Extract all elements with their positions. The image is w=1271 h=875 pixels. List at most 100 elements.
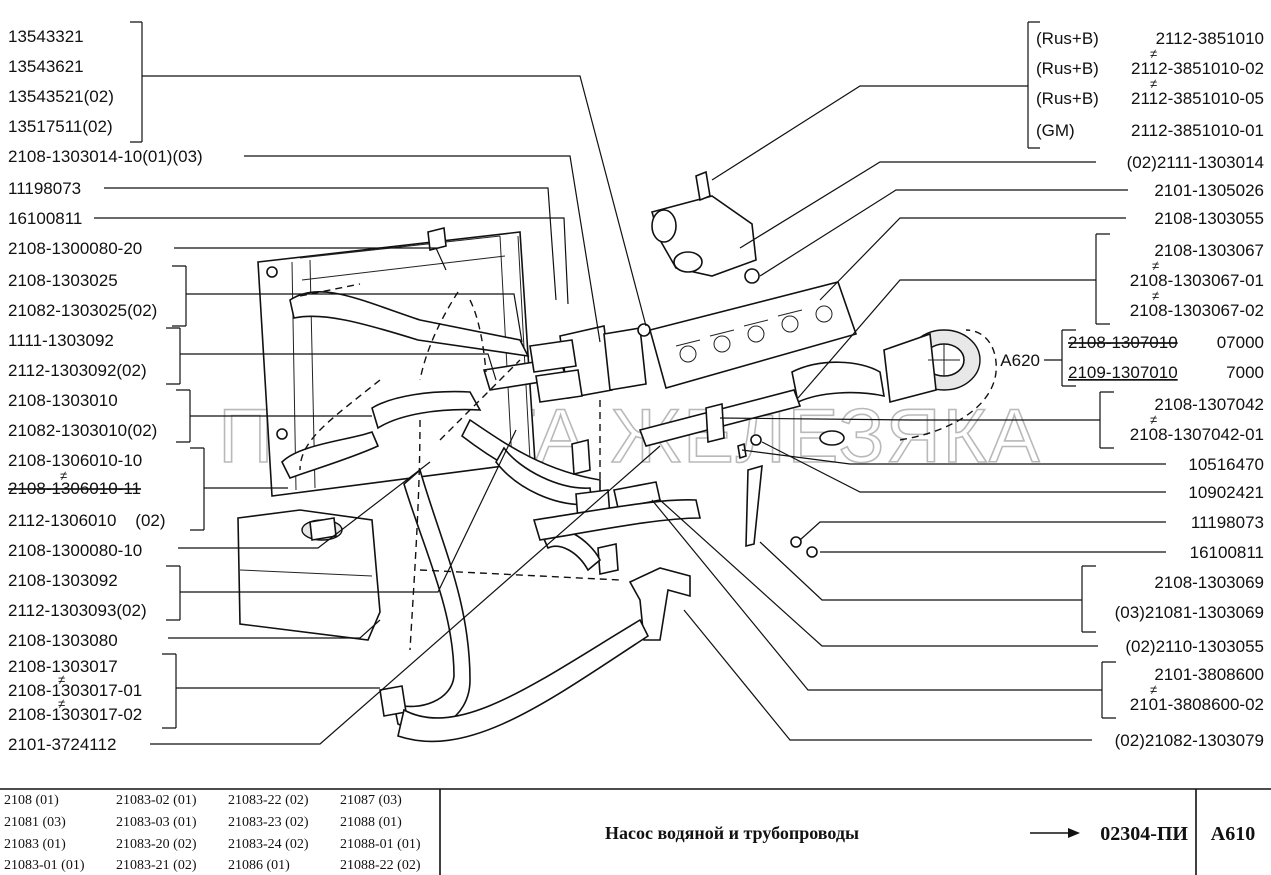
- label-rus-b-3: (Rus+B): [1036, 89, 1099, 108]
- lower-hoses: [379, 438, 701, 743]
- leader-lines: [94, 21, 1166, 745]
- model-cell: 21088-01 (01): [340, 837, 421, 852]
- label-2108-1303080: 2108-1303080: [8, 631, 118, 650]
- model-cell: 21083-24 (02): [228, 837, 309, 852]
- cylinder-head: [649, 281, 858, 389]
- label-2112-3851010-05: 2112-3851010-05: [1131, 89, 1264, 108]
- label-2101-3808600: 2101-3808600: [1154, 665, 1264, 684]
- neq-mark-sensor-1: ≠: [1150, 46, 1157, 61]
- label-2108-1307042: 2108-1307042: [1154, 395, 1264, 414]
- label-2112-1303092-02: 2112-1303092(02): [8, 361, 147, 380]
- label-02-2110-1303055: (02)2110-1303055: [1125, 637, 1264, 656]
- reference-code: 02304-ПИ: [1100, 823, 1188, 845]
- label-02-2111-1303014: (02)2111-1303014: [1127, 153, 1264, 172]
- label-2101-3808600-02: 2101-3808600-02: [1130, 695, 1264, 714]
- label-07000: 07000: [1217, 333, 1264, 352]
- label-02-21082-1303079: (02)21082-1303079: [1115, 731, 1264, 750]
- label-2108-1303017-01: 2108-1303017-01: [8, 681, 142, 700]
- neq-mark-radiator: ≠: [60, 468, 67, 483]
- neq-mark-sensor-2: ≠: [1150, 76, 1157, 91]
- label-13543321: 13543321: [8, 27, 84, 46]
- label-16100811-left: 16100811: [8, 209, 82, 228]
- label-2112-3851010: 2112-3851010: [1156, 29, 1264, 48]
- label-2112-3851010-02: 2112-3851010-02: [1131, 59, 1264, 78]
- label-11198073-left: 11198073: [8, 179, 81, 198]
- neq-mark-gasket: ≠: [1150, 412, 1157, 427]
- label-rus-b-2: (Rus+B): [1036, 59, 1099, 78]
- label-rus-b-1: (Rus+B): [1036, 29, 1099, 48]
- label-1111-1303092: 1111-1303092: [8, 331, 114, 350]
- neq-mark-pipe-2: ≠: [1152, 288, 1159, 303]
- label-2109-1307010: 2109-1307010: [1068, 363, 1178, 382]
- model-cell: 21083-21 (02): [116, 858, 197, 873]
- model-cell: 21083-03 (01): [116, 815, 197, 830]
- model-cell: 2108 (01): [4, 793, 59, 808]
- label-2108-1303025: 2108-1303025: [8, 271, 118, 290]
- model-cell: 21083 (01): [4, 837, 66, 852]
- neq-mark-sender: ≠: [1150, 682, 1157, 697]
- label-13543621: 13543621: [8, 57, 84, 76]
- model-cell: 21087 (03): [340, 793, 402, 808]
- label-10516470: 10516470: [1188, 455, 1264, 474]
- neq-mark-hose-1: ≠: [58, 672, 65, 687]
- label-2108-1303014-10: 2108-1303014-10(01)(03): [8, 147, 203, 166]
- footer: 2108 (01) 21083-02 (01) 21083-22 (02) 21…: [0, 788, 1271, 875]
- label-2108-1303067: 2108-1303067: [1154, 241, 1264, 260]
- label-2108-1303055: 2108-1303055: [1154, 209, 1264, 228]
- model-cell: 21088-22 (02): [340, 858, 421, 873]
- label-2108-1307010: 2108-1307010: [1068, 333, 1178, 352]
- label-2108-1303067-02: 2108-1303067-02: [1130, 301, 1264, 320]
- label-13543521-02: 13543521(02): [8, 87, 114, 106]
- label-2101-1305026: 2101-1305026: [1154, 181, 1264, 200]
- water-pump: [883, 329, 997, 441]
- fasteners: [737, 434, 818, 558]
- label-2108-1306010-11: 2108-1306010-11: [8, 479, 141, 498]
- flow-arrows: [299, 283, 621, 651]
- arrow-right-icon: [1030, 828, 1080, 838]
- model-cell: 21083-20 (02): [116, 837, 197, 852]
- label-16100811-right: 16100811: [1190, 543, 1264, 562]
- label-gm: (GM): [1036, 121, 1075, 140]
- label-2108-1303069: 2108-1303069: [1154, 573, 1264, 592]
- right-labels: (Rus+B) 2112-3851010 ≠ (Rus+B) 2112-3851…: [1000, 29, 1264, 750]
- model-cell: 21083-01 (01): [4, 858, 85, 873]
- model-cell: 21088 (01): [340, 815, 402, 830]
- thermostat-housing: [529, 323, 651, 403]
- model-cell: 21086 (01): [228, 858, 290, 873]
- label-11198073-right: 11198073: [1191, 513, 1264, 532]
- label-21082-1303010-02: 21082-1303010(02): [8, 421, 157, 440]
- callout-a620: A620: [1000, 351, 1040, 370]
- label-2108-1300080-10: 2108-1300080-10: [8, 541, 142, 560]
- label-2101-3724112: 2101-3724112: [8, 735, 116, 754]
- label-2112-3851010-01: 2112-3851010-01: [1131, 121, 1264, 140]
- label-2108-1300080-20: 2108-1300080-20: [8, 239, 142, 258]
- left-labels: 13543321 13543621 13543521(02) 13517511(…: [8, 27, 203, 754]
- model-cell: 21081 (03): [4, 815, 66, 830]
- parts-illustration: [237, 170, 997, 743]
- label-2108-1303067-01: 2108-1303067-01: [1130, 271, 1264, 290]
- model-cell: 21083-02 (01): [116, 793, 197, 808]
- label-2108-1303017: 2108-1303017: [8, 657, 118, 676]
- label-2112-1306010-02: 2112-1306010 (02): [8, 511, 166, 530]
- label-2108-1306010-10: 2108-1306010-10: [8, 451, 142, 470]
- neq-mark-pipe-1: ≠: [1152, 258, 1159, 273]
- page-code: A610: [1211, 823, 1255, 845]
- label-2108-1303092: 2108-1303092: [8, 571, 118, 590]
- label-2108-1303017-02: 2108-1303017-02: [8, 705, 142, 724]
- model-cell: 21083-22 (02): [228, 793, 309, 808]
- model-applicability-table: 2108 (01) 21083-02 (01) 21083-22 (02) 21…: [4, 793, 421, 873]
- label-03-21081-1303069: (03)21081-1303069: [1115, 603, 1264, 622]
- label-13517511-02: 13517511(02): [8, 117, 113, 136]
- label-21082-1303025-02: 21082-1303025(02): [8, 301, 157, 320]
- section-title: Насос водяной и трубопроводы: [605, 823, 859, 843]
- label-2112-1303093-02: 2112-1303093(02): [8, 601, 147, 620]
- neq-mark-hose-2: ≠: [58, 696, 65, 711]
- model-cell: 21083-23 (02): [228, 815, 309, 830]
- expansion-tank: [237, 509, 381, 641]
- coolant-outlet-pipe: [651, 170, 760, 284]
- label-10902421: 10902421: [1188, 483, 1264, 502]
- label-7000: 7000: [1226, 363, 1264, 382]
- label-2108-1307042-01: 2108-1307042-01: [1130, 425, 1264, 444]
- label-2108-1303010: 2108-1303010: [8, 391, 118, 410]
